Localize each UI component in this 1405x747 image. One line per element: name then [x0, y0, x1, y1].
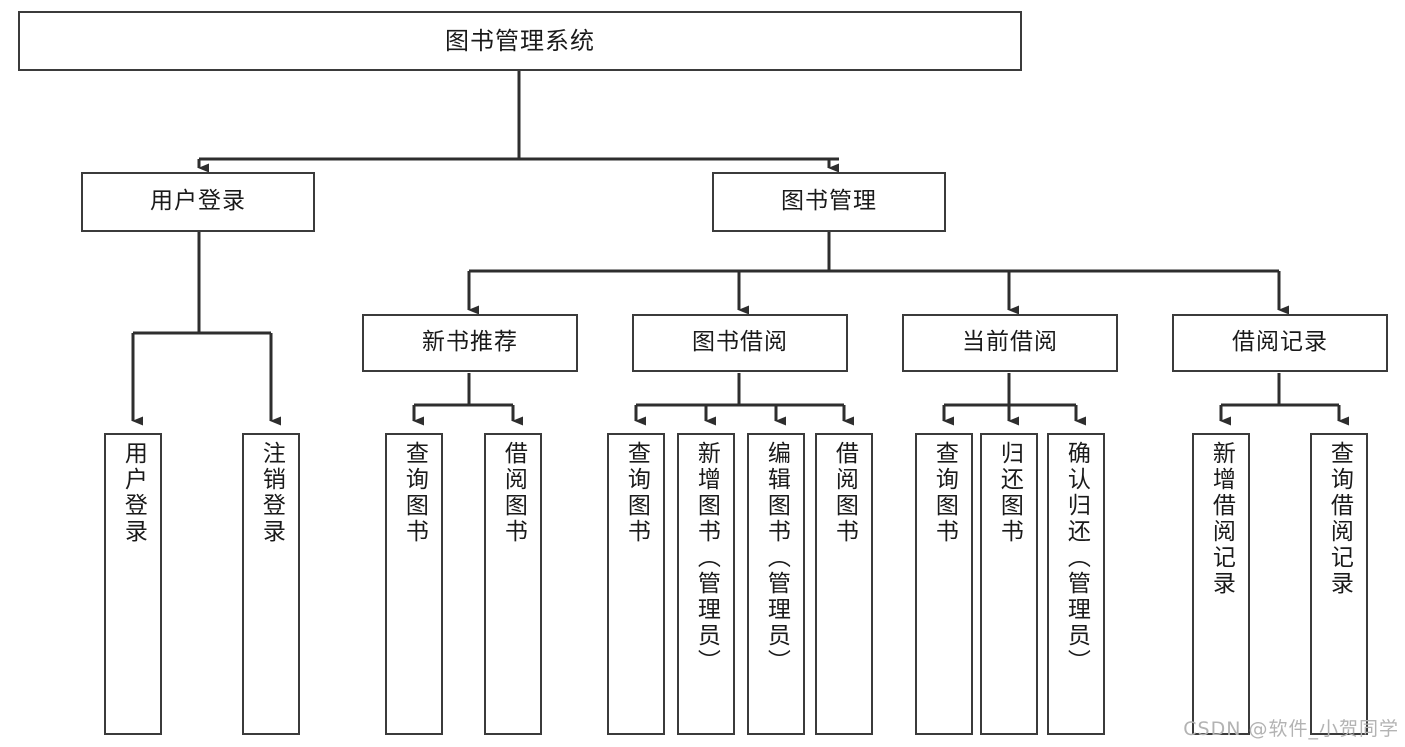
node-borrow-record[interactable]: 借阅记录	[1172, 314, 1388, 372]
node-leaf-add-book[interactable]: 新增图书（管理员）	[677, 433, 735, 735]
node-root[interactable]: 图书管理系统	[18, 11, 1022, 71]
leaf-label: 确认归还（管理员）	[1063, 441, 1090, 675]
leaf-label: 查询借阅记录	[1326, 441, 1353, 597]
node-leaf-user-login[interactable]: 用户登录	[104, 433, 162, 735]
node-book-manage[interactable]: 图书管理	[712, 172, 946, 232]
node-leaf-borrow-book-1[interactable]: 借阅图书	[484, 433, 542, 735]
node-leaf-borrow-book-2[interactable]: 借阅图书	[815, 433, 873, 735]
leaf-label: 查询图书	[401, 441, 428, 545]
node-leaf-confirm-return[interactable]: 确认归还（管理员）	[1047, 433, 1105, 735]
node-leaf-add-record[interactable]: 新增借阅记录	[1192, 433, 1250, 735]
leaf-label: 新增借阅记录	[1208, 441, 1235, 597]
node-leaf-edit-book[interactable]: 编辑图书（管理员）	[747, 433, 805, 735]
leaf-label: 用户登录	[120, 441, 147, 545]
node-leaf-user-logout[interactable]: 注销登录	[242, 433, 300, 735]
node-leaf-query-book-1[interactable]: 查询图书	[385, 433, 443, 735]
node-user-login[interactable]: 用户登录	[81, 172, 315, 232]
csdn-watermark: CSDN @软件_小贺同学	[1183, 718, 1399, 740]
node-leaf-query-book-3[interactable]: 查询图书	[915, 433, 973, 735]
leaf-label: 查询图书	[623, 441, 650, 545]
node-leaf-return-book[interactable]: 归还图书	[980, 433, 1038, 735]
leaf-label: 查询图书	[931, 441, 958, 545]
node-leaf-query-book-2[interactable]: 查询图书	[607, 433, 665, 735]
node-book-borrow[interactable]: 图书借阅	[632, 314, 848, 372]
node-current-borrow[interactable]: 当前借阅	[902, 314, 1118, 372]
leaf-label: 借阅图书	[500, 441, 527, 545]
node-new-book-recommend[interactable]: 新书推荐	[362, 314, 578, 372]
leaf-label: 归还图书	[996, 441, 1023, 545]
leaf-label: 借阅图书	[831, 441, 858, 545]
node-leaf-query-record[interactable]: 查询借阅记录	[1310, 433, 1368, 735]
leaf-label: 新增图书（管理员）	[693, 441, 720, 675]
leaf-label: 编辑图书（管理员）	[763, 441, 790, 675]
leaf-label: 注销登录	[258, 441, 285, 545]
